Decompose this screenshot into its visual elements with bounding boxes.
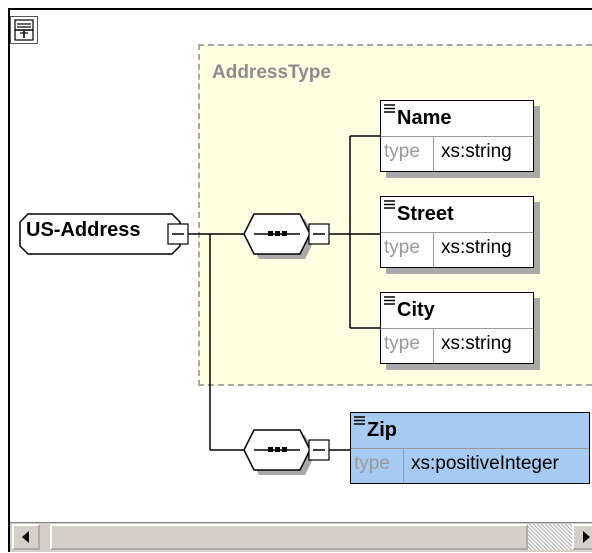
element-lines-icon <box>384 296 395 305</box>
element-lines-icon <box>384 200 395 209</box>
type-label: type <box>384 141 420 162</box>
scroll-left-button[interactable] <box>12 524 40 550</box>
root-element-shape <box>19 213 181 255</box>
element-zip[interactable]: Zip type xs:positiveInteger <box>350 412 590 484</box>
element-name[interactable]: Name type xs:string <box>380 100 540 178</box>
horizontal-scrollbar[interactable] <box>10 522 592 552</box>
sequence-collapse-icon <box>308 439 330 461</box>
root-element-label: US-Address <box>26 219 141 241</box>
scrollbar-track[interactable] <box>528 524 572 550</box>
scroll-right-button[interactable] <box>572 524 592 550</box>
type-divider <box>403 449 404 483</box>
sequence-compositor-icon <box>243 213 315 259</box>
type-label: type <box>384 237 420 258</box>
sequence-collapse-icon <box>308 223 330 245</box>
element-city-label: City <box>397 299 435 321</box>
type-divider <box>433 329 434 363</box>
type-label: type <box>354 453 390 474</box>
type-value: xs:string <box>441 237 512 258</box>
complex-type-label: AddressType <box>212 62 331 83</box>
arrow-right-icon <box>583 531 590 543</box>
element-city[interactable]: City type xs:string <box>380 292 540 370</box>
element-type-row: type xs:positiveInteger <box>351 448 589 483</box>
element-street[interactable]: Street type xs:string <box>380 196 540 274</box>
type-divider <box>433 137 434 171</box>
type-value: xs:string <box>441 141 512 162</box>
sequence-compositor-icon <box>243 429 315 475</box>
type-label: type <box>384 333 420 354</box>
element-lines-icon <box>354 416 365 425</box>
root-collapse-icon <box>167 223 189 245</box>
diagram-frame <box>8 8 592 552</box>
element-street-label: Street <box>397 203 454 225</box>
arrow-left-icon <box>22 531 29 543</box>
diagram-layout-button[interactable] <box>10 16 38 44</box>
element-lines-icon <box>384 104 395 113</box>
element-type-row: type xs:string <box>381 136 533 171</box>
diagram-layout-icon <box>14 19 34 41</box>
type-value: xs:positiveInteger <box>411 453 559 474</box>
element-type-row: type xs:string <box>381 232 533 267</box>
type-value: xs:string <box>441 333 512 354</box>
element-name-label: Name <box>397 107 452 129</box>
element-zip-label: Zip <box>367 419 397 441</box>
type-divider <box>433 233 434 267</box>
scrollbar-thumb[interactable] <box>50 524 528 550</box>
element-type-row: type xs:string <box>381 328 533 363</box>
